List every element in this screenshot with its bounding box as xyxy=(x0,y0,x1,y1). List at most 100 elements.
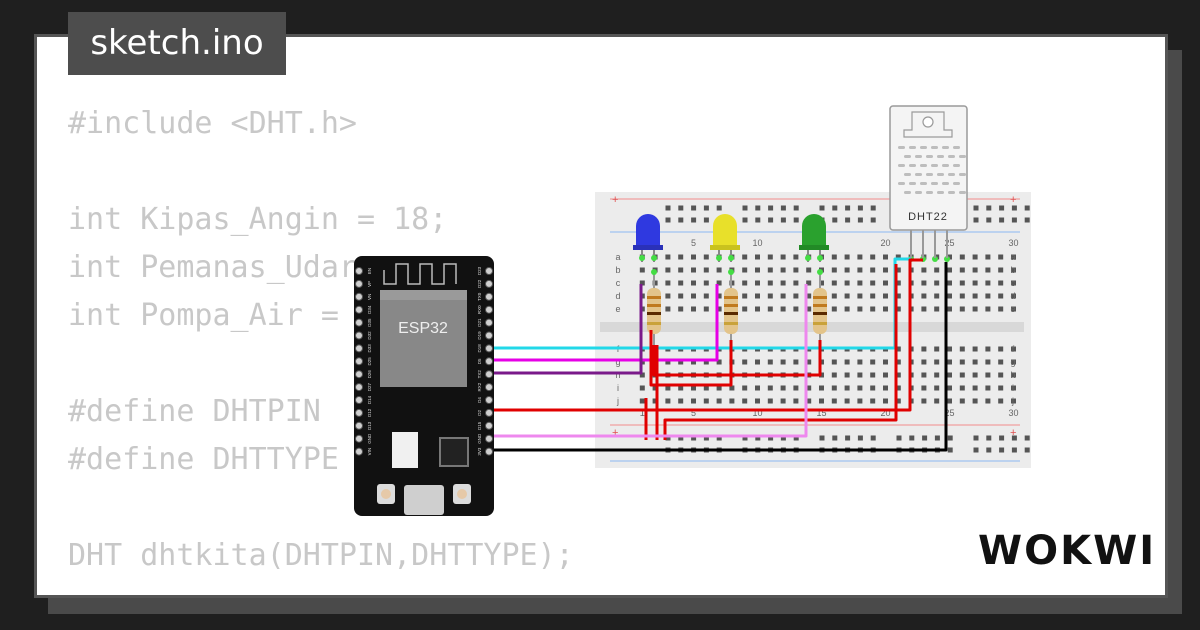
breadboard-hole[interactable] xyxy=(895,254,901,260)
breadboard-hole[interactable] xyxy=(806,359,812,365)
breadboard-hole[interactable] xyxy=(639,280,645,286)
breadboard-hole[interactable] xyxy=(972,254,978,260)
breadboard-hole[interactable] xyxy=(665,306,671,312)
breadboard-hole[interactable] xyxy=(729,385,735,391)
breadboard-hole[interactable] xyxy=(806,398,812,404)
breadboard-hole[interactable] xyxy=(755,293,760,299)
breadboard-hole[interactable] xyxy=(972,385,978,391)
pin-left[interactable] xyxy=(355,396,363,404)
breadboard-hole[interactable] xyxy=(998,346,1004,352)
breadboard-hole[interactable] xyxy=(819,435,825,441)
breadboard-hole[interactable] xyxy=(768,205,774,211)
breadboard-hole[interactable] xyxy=(985,267,991,273)
breadboard-hole[interactable] xyxy=(755,254,760,260)
breadboard-hole[interactable] xyxy=(806,306,812,312)
breadboard-hole[interactable] xyxy=(742,254,748,260)
wire-pink[interactable] xyxy=(483,284,808,438)
breadboard-hole[interactable] xyxy=(1011,372,1016,378)
breadboard-hole[interactable] xyxy=(998,280,1004,286)
pin-right[interactable] xyxy=(485,292,493,301)
breadboard-hole[interactable] xyxy=(934,435,940,441)
breadboard-hole[interactable] xyxy=(780,398,786,404)
breadboard-hole[interactable] xyxy=(639,372,645,378)
breadboard-hole[interactable] xyxy=(716,306,722,312)
breadboard-hole[interactable] xyxy=(972,280,978,286)
breadboard-hole[interactable] xyxy=(1011,385,1016,391)
breadboard-hole[interactable] xyxy=(716,435,722,441)
pin-right[interactable] xyxy=(485,434,493,443)
pin-left[interactable] xyxy=(355,383,363,392)
breadboard-hole[interactable] xyxy=(665,359,671,365)
breadboard-hole[interactable] xyxy=(665,398,671,404)
breadboard-hole[interactable] xyxy=(883,359,888,365)
breadboard-hole[interactable] xyxy=(639,385,645,391)
breadboard-hole[interactable] xyxy=(665,254,671,260)
breadboard-hole[interactable] xyxy=(665,385,671,391)
breadboard-hole[interactable] xyxy=(895,280,901,286)
breadboard-hole[interactable] xyxy=(999,447,1005,453)
breadboard-hole[interactable] xyxy=(921,398,927,404)
breadboard-hole[interactable] xyxy=(678,254,684,260)
wire-red[interactable] xyxy=(652,340,822,377)
breadboard-hole[interactable] xyxy=(947,280,952,286)
breadboard-hole[interactable] xyxy=(857,267,863,273)
breadboard-hole[interactable] xyxy=(767,385,773,391)
breadboard-hole[interactable] xyxy=(755,280,760,286)
breadboard-hole[interactable] xyxy=(922,435,928,441)
breadboard-hole[interactable] xyxy=(985,254,991,260)
breadboard-hole[interactable] xyxy=(678,293,684,299)
breadboard-hole[interactable] xyxy=(742,359,748,365)
breadboard-hole[interactable] xyxy=(1011,267,1016,273)
resistor[interactable] xyxy=(647,272,661,350)
breadboard-hole[interactable] xyxy=(870,280,876,286)
breadboard-hole[interactable] xyxy=(1011,398,1016,404)
breadboard-hole[interactable] xyxy=(972,359,978,365)
breadboard-hole[interactable] xyxy=(716,385,722,391)
breadboard-hole[interactable] xyxy=(793,217,799,223)
breadboard-hole[interactable] xyxy=(793,359,799,365)
breadboard-hole[interactable] xyxy=(678,359,684,365)
breadboard-hole[interactable] xyxy=(934,280,940,286)
breadboard-hole[interactable] xyxy=(844,398,850,404)
breadboard-hole[interactable] xyxy=(767,293,773,299)
breadboard-hole[interactable] xyxy=(959,372,965,378)
breadboard-hole[interactable] xyxy=(985,306,991,312)
breadboard-hole[interactable] xyxy=(716,267,722,273)
breadboard-hole[interactable] xyxy=(999,435,1005,441)
breadboard-hole[interactable] xyxy=(985,346,991,352)
breadboard-hole[interactable] xyxy=(691,293,696,299)
breadboard-hole[interactable] xyxy=(767,280,773,286)
dht22-sensor[interactable]: DHT22 xyxy=(889,105,968,258)
breadboard-hole[interactable] xyxy=(947,372,952,378)
pin-left[interactable] xyxy=(355,305,363,314)
breadboard-hole[interactable] xyxy=(831,306,837,312)
breadboard-hole[interactable] xyxy=(844,359,850,365)
breadboard-hole[interactable] xyxy=(985,398,991,404)
breadboard-hole[interactable] xyxy=(1011,293,1016,299)
breadboard-hole[interactable] xyxy=(755,398,760,404)
breadboard-hole[interactable] xyxy=(844,385,850,391)
breadboard-hole[interactable] xyxy=(678,205,684,211)
breadboard-hole[interactable] xyxy=(870,306,876,312)
breadboard-hole[interactable] xyxy=(883,398,888,404)
file-tab[interactable]: sketch.ino xyxy=(68,12,286,75)
breadboard-hole[interactable] xyxy=(844,254,850,260)
breadboard-hole[interactable] xyxy=(703,254,709,260)
breadboard-hole[interactable] xyxy=(934,346,940,352)
breadboard-hole[interactable] xyxy=(895,372,901,378)
breadboard-hole[interactable] xyxy=(870,254,876,260)
breadboard-hole[interactable] xyxy=(895,398,901,404)
breadboard-hole[interactable] xyxy=(678,435,684,441)
breadboard-hole[interactable] xyxy=(831,293,837,299)
breadboard-hole[interactable] xyxy=(639,398,645,404)
breadboard-hole[interactable] xyxy=(742,306,748,312)
breadboard-hole[interactable] xyxy=(742,293,748,299)
breadboard-hole[interactable] xyxy=(883,385,888,391)
wire-red[interactable] xyxy=(649,330,733,387)
breadboard-hole[interactable] xyxy=(691,398,696,404)
breadboard-hole[interactable] xyxy=(973,447,979,453)
breadboard-hole[interactable] xyxy=(844,280,850,286)
breadboard-hole[interactable] xyxy=(831,267,837,273)
breadboard-hole[interactable] xyxy=(793,205,799,211)
breadboard-hole[interactable] xyxy=(857,205,863,211)
